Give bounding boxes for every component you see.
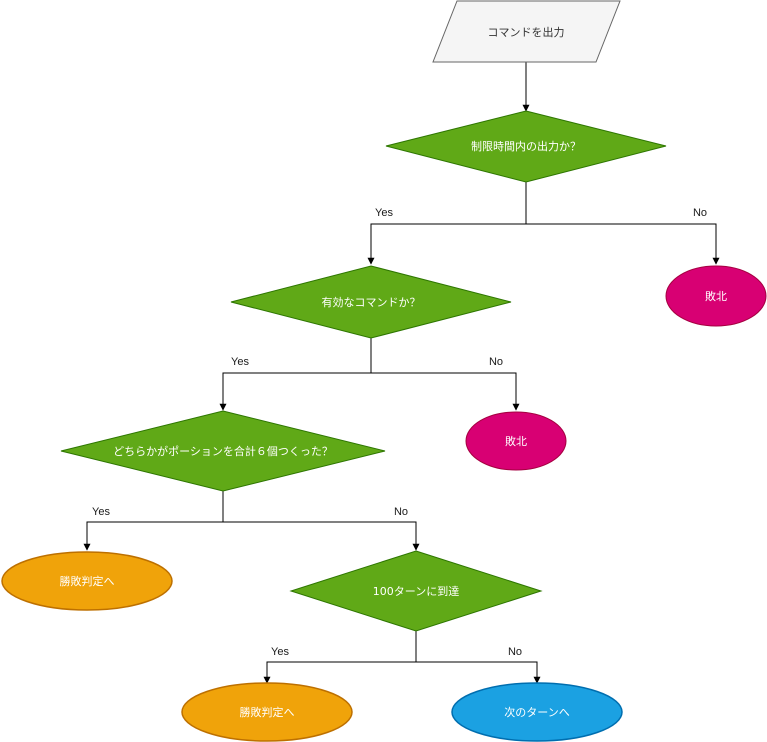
label-potions-yes: Yes xyxy=(92,506,110,518)
defeat-1-label: 敗北 xyxy=(705,289,727,303)
defeat-node-2[interactable]: 敗北 xyxy=(465,411,567,471)
label-time-yes: Yes xyxy=(375,207,393,219)
six-potions-decision[interactable]: どちらかがポーションを合計６個つくった？ xyxy=(60,410,386,492)
turn-100-label: 100ターンに到達 xyxy=(373,585,459,598)
output-command-shape xyxy=(432,0,621,63)
output-command-node[interactable]: コマンドを出力 xyxy=(432,0,621,63)
defeat-2-label: 敗北 xyxy=(505,434,527,448)
turn-100-diamond xyxy=(289,550,543,632)
label-valid-yes: Yes xyxy=(231,356,249,368)
judge-node-1[interactable]: 勝敗判定へ xyxy=(1,551,173,611)
time-limit-label: 制限時間内の出力か？ xyxy=(471,139,581,153)
label-turn-yes: Yes xyxy=(271,646,289,658)
six-potions-diamond xyxy=(60,410,386,492)
six-potions-label: どちらかがポーションを合計６個つくった？ xyxy=(113,444,333,458)
turn-100-decision[interactable]: 100ターンに到達 xyxy=(289,550,543,632)
next-turn-node[interactable]: 次のターンへ xyxy=(451,682,623,742)
time-limit-decision[interactable]: 制限時間内の出力か？ xyxy=(385,110,667,183)
label-potions-no: No xyxy=(394,506,408,518)
defeat-1-ellipse xyxy=(665,265,767,327)
label-valid-no: No xyxy=(489,356,503,368)
valid-command-label: 有効なコマンドか？ xyxy=(322,295,421,309)
time-limit-diamond xyxy=(385,110,667,183)
judge-2-label: 勝敗判定へ xyxy=(240,705,295,719)
judge-2-ellipse xyxy=(181,682,353,742)
judge-node-2[interactable]: 勝敗判定へ xyxy=(181,682,353,742)
output-command-label: コマンドを出力 xyxy=(488,25,565,39)
edge-turn-yes xyxy=(263,631,417,684)
edge-valid-yes xyxy=(219,338,372,411)
next-turn-ellipse xyxy=(451,682,623,742)
judge-1-ellipse xyxy=(1,551,173,611)
edge-potions-yes xyxy=(83,491,224,551)
edge-valid-no xyxy=(371,372,520,411)
valid-command-diamond xyxy=(230,265,512,339)
label-time-no: No xyxy=(693,207,707,219)
edge-time-no xyxy=(526,223,720,265)
edge-potions-no xyxy=(223,521,420,551)
next-turn-label: 次のターンへ xyxy=(504,705,569,719)
judge-1-label: 勝敗判定へ xyxy=(60,574,115,588)
defeat-node-1[interactable]: 敗北 xyxy=(665,265,767,327)
label-turn-no: No xyxy=(508,646,522,658)
edges xyxy=(83,62,720,684)
edge-time-yes xyxy=(367,182,527,265)
defeat-2-ellipse xyxy=(465,411,567,471)
valid-command-decision[interactable]: 有効なコマンドか？ xyxy=(230,265,512,339)
edge-turn-no xyxy=(416,661,541,684)
